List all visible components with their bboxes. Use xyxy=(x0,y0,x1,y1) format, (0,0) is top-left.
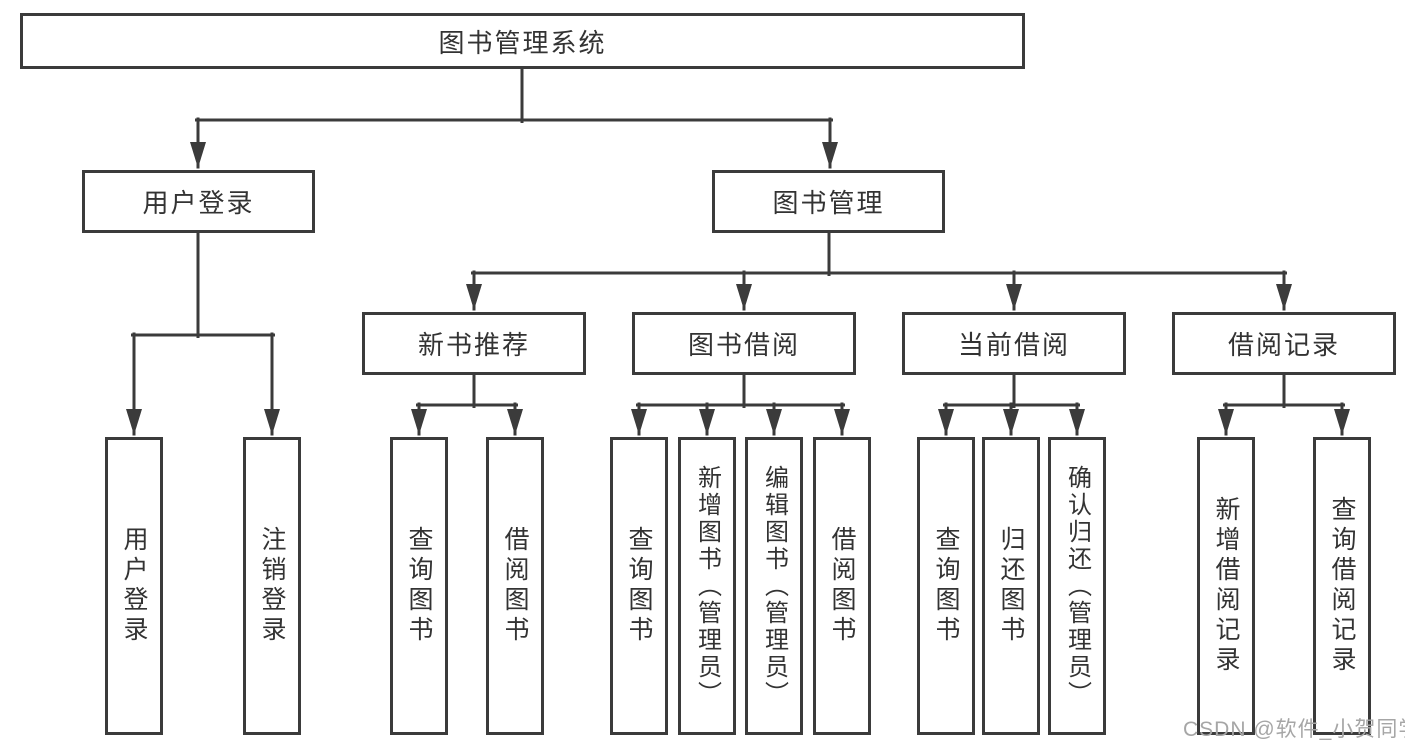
node-root: 图书管理系统 xyxy=(20,13,1025,69)
watermark-text: CSDN @软件_小贺同学 xyxy=(1183,718,1405,741)
node-book-borrow: 图书借阅 xyxy=(632,312,856,375)
leaf-query-books-current: 查询图书 xyxy=(917,437,975,735)
leaf-user-login: 用户登录 xyxy=(105,437,163,735)
leaf-edit-books-admin: 编辑图书（管理员） xyxy=(745,437,803,735)
leaf-return-books: 归还图书 xyxy=(982,437,1040,735)
node-current-borrow: 当前借阅 xyxy=(902,312,1126,375)
leaf-query-books-borrow: 查询图书 xyxy=(610,437,668,735)
leaf-add-borrow-record: 新增借阅记录 xyxy=(1197,437,1255,735)
node-user-login: 用户登录 xyxy=(82,170,315,233)
leaf-query-books-recommend: 查询图书 xyxy=(390,437,448,735)
leaf-query-borrow-record: 查询借阅记录 xyxy=(1313,437,1371,735)
leaf-add-books-admin: 新增图书（管理员） xyxy=(678,437,736,735)
leaf-confirm-return-admin: 确认归还（管理员） xyxy=(1048,437,1106,735)
node-borrow-records: 借阅记录 xyxy=(1172,312,1396,375)
node-new-book-recommend: 新书推荐 xyxy=(362,312,586,375)
leaf-borrow-books-borrow: 借阅图书 xyxy=(813,437,871,735)
node-book-management: 图书管理 xyxy=(712,170,945,233)
leaf-borrow-books-recommend: 借阅图书 xyxy=(486,437,544,735)
leaf-logout-login: 注销登录 xyxy=(243,437,301,735)
